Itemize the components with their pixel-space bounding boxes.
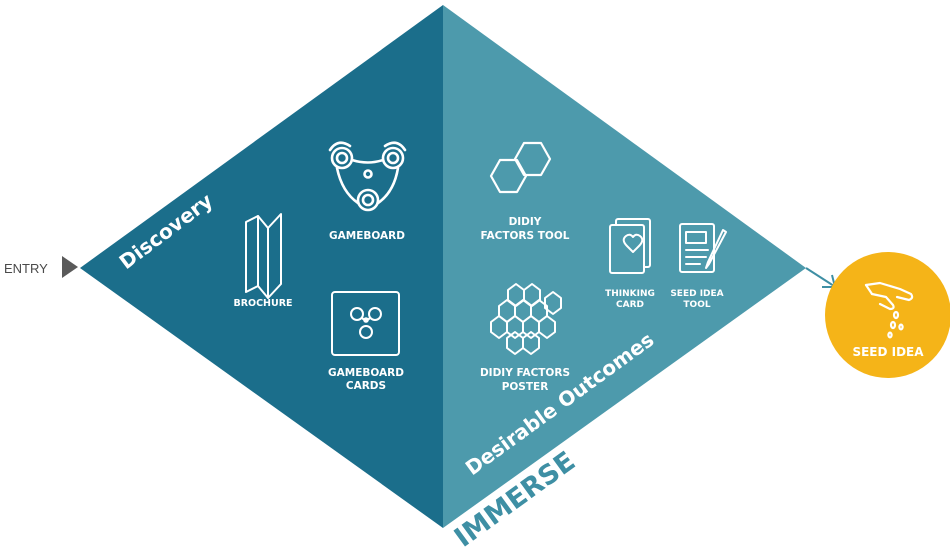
didiy-factors-tool-label-1: DIDIY (509, 216, 542, 228)
seed-idea-circle (825, 252, 950, 378)
triskelion-spiral-icon (328, 141, 407, 212)
entry-arrow-icon (62, 256, 78, 278)
didiy-factors-poster-label-1: DIDIY FACTORS (480, 367, 570, 379)
folded-brochure-icon (245, 213, 282, 299)
entry-label: ENTRY (4, 261, 48, 276)
gameboard-cards-label-1: GAMEBOARD (328, 367, 404, 379)
discovery-half (80, 5, 443, 528)
seed-idea-tool-label-1: SEED IDEA (670, 289, 723, 299)
seed-idea-tool-label-2: TOOL (683, 300, 710, 310)
didiy-factors-poster-label-2: POSTER (502, 381, 549, 393)
hand-sowing-seeds-icon (864, 281, 914, 339)
seed-idea-label: SEED IDEA (852, 345, 924, 359)
exit-arrow-line (805, 267, 835, 287)
hexagon-cluster-icon (490, 283, 562, 355)
gameboard-cards-label-2: CARDS (346, 380, 386, 392)
thinking-card-label-2: CARD (616, 300, 644, 310)
heart-card-icon (609, 218, 651, 274)
gameboard-label: GAMEBOARD (329, 230, 405, 242)
brochure-label: BROCHURE (233, 298, 292, 309)
double-hexagon-icon (489, 141, 552, 194)
didiy-factors-tool-label-2: FACTORS TOOL (481, 230, 570, 242)
card-spiral-icon (331, 291, 400, 356)
thinking-card-label-1: THINKING (605, 289, 655, 299)
pen-notepad-icon (679, 223, 727, 273)
